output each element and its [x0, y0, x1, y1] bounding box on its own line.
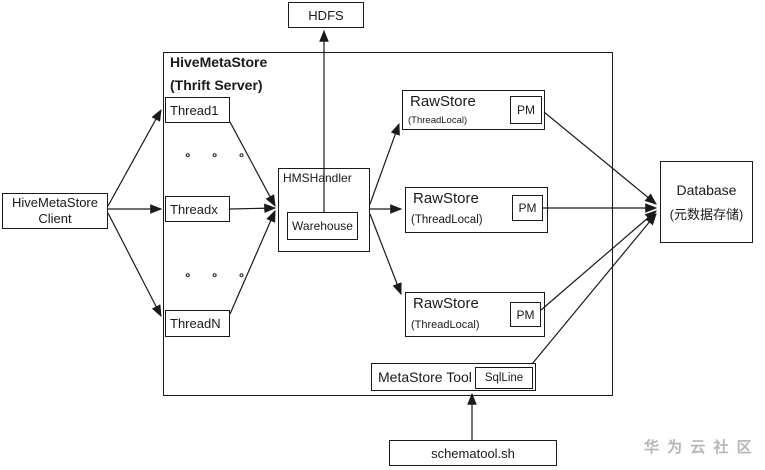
rawstore2-label: RawStore — [413, 190, 479, 207]
hive-metastore-client-node: HiveMetaStore Client — [2, 193, 108, 229]
ellipsis-dots-upper: ∘ ∘ ∘ — [184, 148, 254, 162]
threadx-label: Threadx — [170, 201, 218, 217]
ellipsis-dots-lower: ∘ ∘ ∘ — [184, 268, 254, 282]
metastore-tool-label: MetaStore Tool — [378, 369, 472, 385]
threadn-label: ThreadN — [170, 316, 221, 331]
rawstore1-sublabel: (ThreadLocal) — [408, 115, 468, 126]
rawstore2-node: RawStore (ThreadLocal) PM — [405, 187, 548, 233]
rawstore1-pm-node: PM — [510, 96, 542, 124]
rawstore3-sublabel: (ThreadLocal) — [411, 319, 480, 331]
server-title: HiveMetaStore — [170, 54, 268, 70]
client-label-line2: Client — [38, 211, 72, 226]
thread1-node: Thread1 — [165, 97, 230, 123]
rawstore2-pm-label: PM — [518, 201, 537, 215]
schematool-node: schematool.sh — [389, 440, 557, 466]
hdfs-node: HDFS — [288, 2, 364, 28]
schematool-label: schematool.sh — [431, 445, 515, 461]
server-subtitle: (Thrift Server) — [170, 77, 263, 93]
rawstore1-pm-label: PM — [517, 103, 535, 117]
sqlline-node: SqlLine — [475, 367, 533, 389]
rawstore1-label: RawStore — [410, 93, 476, 110]
rawstore3-pm-node: PM — [510, 302, 541, 327]
rawstore2-sublabel: (ThreadLocal) — [411, 214, 483, 226]
database-sublabel: (元数据存储) — [669, 206, 744, 222]
client-label: HiveMetaStore Client — [12, 195, 98, 227]
hmshandler-label: HMSHandler — [283, 171, 352, 185]
hdfs-label: HDFS — [308, 7, 344, 23]
rawstore3-label: RawStore — [413, 295, 479, 312]
sqlline-label: SqlLine — [484, 372, 524, 384]
hive-metastore-server-container — [163, 52, 613, 396]
client-label-line1: HiveMetaStore — [12, 195, 98, 210]
rawstore1-node: RawStore (ThreadLocal) PM — [402, 90, 545, 130]
metastore-tool-node: MetaStore Tool SqlLine — [371, 363, 536, 391]
threadx-node: Threadx — [165, 196, 230, 222]
hmshandler-node — [278, 168, 370, 252]
rawstore3-node: RawStore (ThreadLocal) PM — [405, 292, 545, 337]
threadn-node: ThreadN — [165, 310, 230, 337]
rawstore3-pm-label: PM — [516, 307, 535, 322]
warehouse-node: Warehouse — [287, 212, 358, 240]
huawei-cloud-community-watermark: 华 为 云 社 区 — [644, 439, 754, 456]
database-label: Database — [676, 181, 737, 198]
thread1-label: Thread1 — [170, 102, 219, 118]
warehouse-label: Warehouse — [292, 219, 353, 233]
database-node: Database (元数据存储) — [660, 161, 753, 243]
rawstore2-pm-node: PM — [512, 195, 543, 221]
